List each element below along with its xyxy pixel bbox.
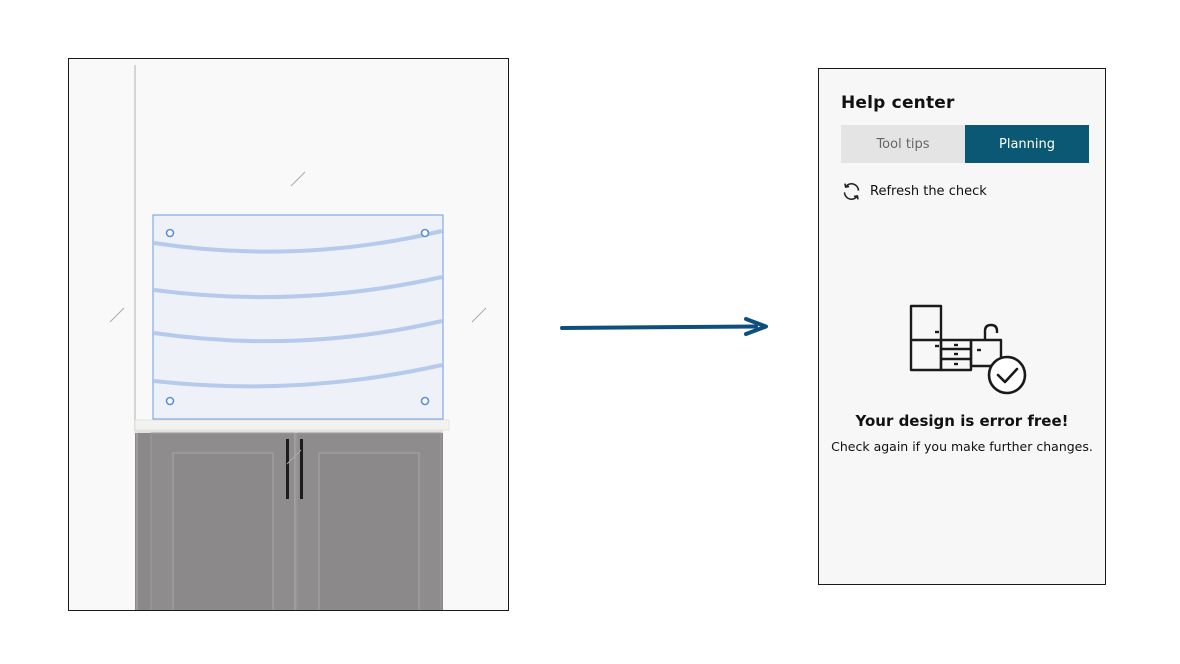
help-tabs: Tool tips Planning xyxy=(841,125,1089,163)
base-cabinet[interactable] xyxy=(135,432,443,610)
refresh-icon xyxy=(843,182,860,201)
anchor-point xyxy=(420,228,430,238)
right-arrow-icon xyxy=(560,317,768,336)
refresh-label: Refresh the check xyxy=(870,184,987,199)
help-center-panel: Help center Tool tips Planning Refresh t… xyxy=(818,68,1106,585)
tab-tool-tips[interactable]: Tool tips xyxy=(841,125,965,163)
cabinet-handle xyxy=(286,439,289,499)
anchor-point xyxy=(420,396,430,406)
cabinet-handle xyxy=(300,439,303,499)
kitchen-3d-preview[interactable] xyxy=(68,58,509,611)
tab-planning[interactable]: Planning xyxy=(965,125,1089,163)
preview-canvas xyxy=(109,65,487,610)
help-center-title: Help center xyxy=(841,93,955,113)
kitchen-check-icon xyxy=(909,304,1027,395)
countertop xyxy=(134,419,450,431)
status-title: Your design is error free! xyxy=(855,412,1069,430)
refresh-check-button[interactable]: Refresh the check xyxy=(841,181,987,202)
anchor-point xyxy=(165,396,175,406)
selected-splashback[interactable] xyxy=(152,214,444,420)
status-subtitle: Check again if you make further changes. xyxy=(831,439,1093,454)
anchor-point xyxy=(165,228,175,238)
